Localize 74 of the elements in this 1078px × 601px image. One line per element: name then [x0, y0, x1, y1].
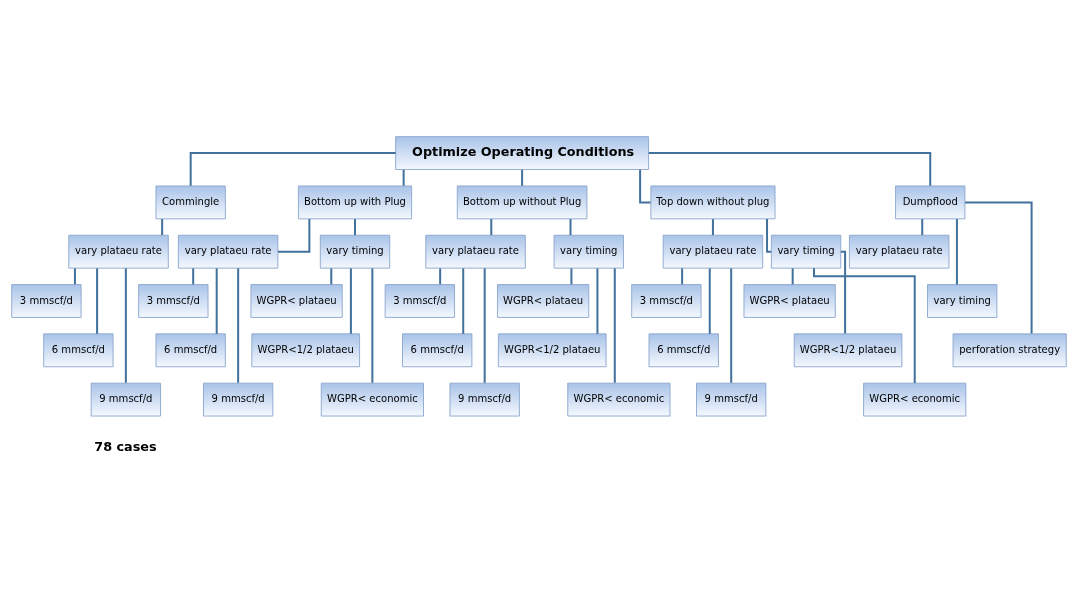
node-box: Top down without plug	[650, 185, 776, 219]
node-box: vary plataeu rate	[68, 234, 169, 269]
node-box: 3 mmscf/d	[384, 283, 455, 318]
connector	[711, 218, 714, 235]
connector	[402, 169, 405, 186]
connector	[215, 267, 218, 334]
node-box: 3 mmscf/d	[631, 283, 702, 318]
connector	[965, 200, 1033, 334]
node-box: vary timing	[553, 234, 624, 269]
node-box: WGPR<1/2 plataeu	[251, 332, 361, 367]
node-box: Commingle	[155, 185, 226, 219]
connector	[955, 218, 958, 284]
node-box: WGPR< economic	[863, 382, 967, 416]
node-box: vary plataeu rate	[848, 234, 950, 269]
node-box: 3 mmscf/d	[11, 283, 82, 318]
connector	[371, 267, 374, 383]
node-box: 9 mmscf/d	[449, 382, 520, 416]
node-box: vary plataeu rate	[425, 234, 526, 269]
connector	[730, 267, 733, 383]
connector	[73, 267, 76, 284]
node-box: Optimize Operating Conditions	[395, 135, 650, 170]
connector	[791, 267, 794, 284]
node-box: vary plataeu rate	[662, 234, 764, 269]
connector	[596, 267, 599, 334]
node-box: vary timing	[319, 234, 391, 269]
node-box: 6 mmscf/d	[648, 332, 719, 367]
connector	[349, 267, 352, 334]
connector	[439, 267, 442, 284]
node-box: Dumpflood	[895, 185, 966, 219]
connector	[277, 218, 311, 253]
connector	[766, 218, 772, 253]
connector	[483, 267, 486, 383]
node-box: vary timing	[927, 283, 998, 318]
connector	[613, 267, 616, 383]
connector	[192, 267, 195, 284]
connector	[648, 151, 932, 186]
connector	[521, 169, 524, 186]
connector	[812, 267, 916, 383]
connector	[708, 267, 711, 334]
node-box: WGPR< plataeu	[743, 283, 836, 318]
connector	[639, 169, 651, 203]
connector	[354, 218, 357, 235]
node-box: WGPR<1/2 plataeu	[497, 332, 607, 367]
connector	[189, 151, 396, 186]
connector	[96, 267, 99, 334]
connector	[840, 250, 847, 334]
node-box: 9 mmscf/d	[203, 382, 274, 416]
node-box: 9 mmscf/d	[696, 382, 767, 416]
node-box: vary timing	[770, 234, 842, 269]
connector	[124, 267, 127, 383]
connector	[330, 267, 333, 284]
connector	[570, 267, 573, 284]
node-box: 6 mmscf/d	[402, 332, 473, 367]
connector	[490, 218, 493, 235]
node-box: 3 mmscf/d	[138, 283, 209, 318]
node-box: 6 mmscf/d	[155, 332, 226, 367]
connector	[462, 267, 465, 334]
node-box: 9 mmscf/d	[90, 382, 161, 416]
node-box: WGPR<1/2 plataeu	[793, 332, 903, 367]
node-box: perforation strategy	[952, 332, 1067, 367]
node-box: WGPR< plataeu	[497, 283, 590, 318]
label: 78 cases	[94, 438, 157, 454]
connector	[237, 267, 240, 383]
node-box: Bottom up without Plug	[456, 185, 588, 219]
node-box: WGPR< economic	[567, 382, 671, 416]
node-box: WGPR< plataeu	[250, 283, 343, 318]
connector	[921, 218, 924, 235]
node-box: 6 mmscf/d	[43, 332, 114, 367]
node-box: Bottom up with Plug	[297, 185, 413, 219]
connector	[681, 267, 684, 284]
connector	[161, 218, 164, 235]
node-box: vary plataeu rate	[177, 234, 279, 269]
node-box: WGPR< economic	[320, 382, 424, 416]
connector	[569, 218, 572, 235]
